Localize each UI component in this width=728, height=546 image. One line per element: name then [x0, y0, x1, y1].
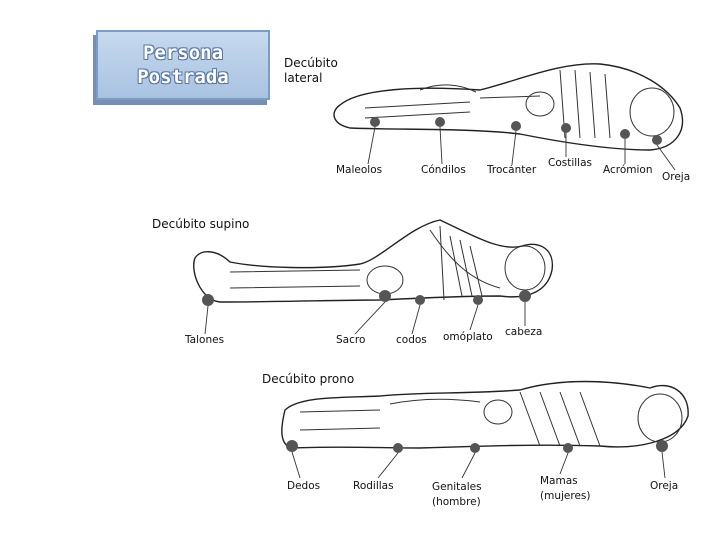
label-genitales: Genitales (hombre): [432, 480, 482, 510]
label-omoplato: omóplato: [443, 331, 493, 344]
label-talones: Talones: [185, 334, 225, 347]
section-title-lateral: Decúbito lateral: [284, 56, 338, 86]
marker-mamas: [563, 443, 573, 453]
label-sacro: Sacro: [336, 334, 366, 347]
section-title-prono: Decúbito prono: [262, 372, 355, 387]
label-dedos: Dedos: [287, 480, 321, 493]
label-mamas: Mamas (mujeres): [540, 474, 591, 504]
marker-rodillas: [393, 443, 403, 453]
label-cabeza: cabeza: [505, 326, 543, 339]
label-acromion: Acrómion: [603, 164, 653, 177]
label-condilos: Cóndilos: [421, 164, 466, 177]
label-trocanter: Trocánter: [487, 164, 537, 177]
marker-genitales: [470, 443, 480, 453]
marker-dedos: [286, 440, 298, 452]
marker-acromion: [620, 129, 630, 139]
marker-costillas: [561, 123, 571, 133]
label-oreja-lateral: Oreja: [662, 171, 691, 184]
marker-cabeza: [519, 290, 531, 302]
marker-codos: [415, 295, 425, 305]
prono-figure: [281, 380, 689, 479]
label-maleolos: Maleolos: [336, 164, 383, 177]
marker-omoplato: [473, 295, 483, 305]
section-title-supino: Decúbito supino: [152, 217, 250, 232]
marker-maleolos: [370, 117, 380, 127]
marker-oreja-prono: [656, 440, 668, 452]
title-box: Persona Postrada: [96, 30, 270, 100]
label-costillas: Costillas: [548, 157, 592, 170]
marker-condilos: [435, 117, 445, 127]
marker-sacro: [379, 290, 391, 302]
marker-trocanter: [511, 121, 521, 131]
label-oreja-prono: Oreja: [650, 480, 679, 493]
lateral-figure: [333, 63, 684, 171]
label-rodillas: Rodillas: [353, 480, 394, 493]
page-title: Persona Postrada: [137, 42, 229, 88]
marker-talones: [202, 294, 214, 306]
label-codos: codos: [396, 334, 427, 347]
supino-figure: [193, 219, 554, 335]
marker-oreja-lateral: [652, 135, 662, 145]
